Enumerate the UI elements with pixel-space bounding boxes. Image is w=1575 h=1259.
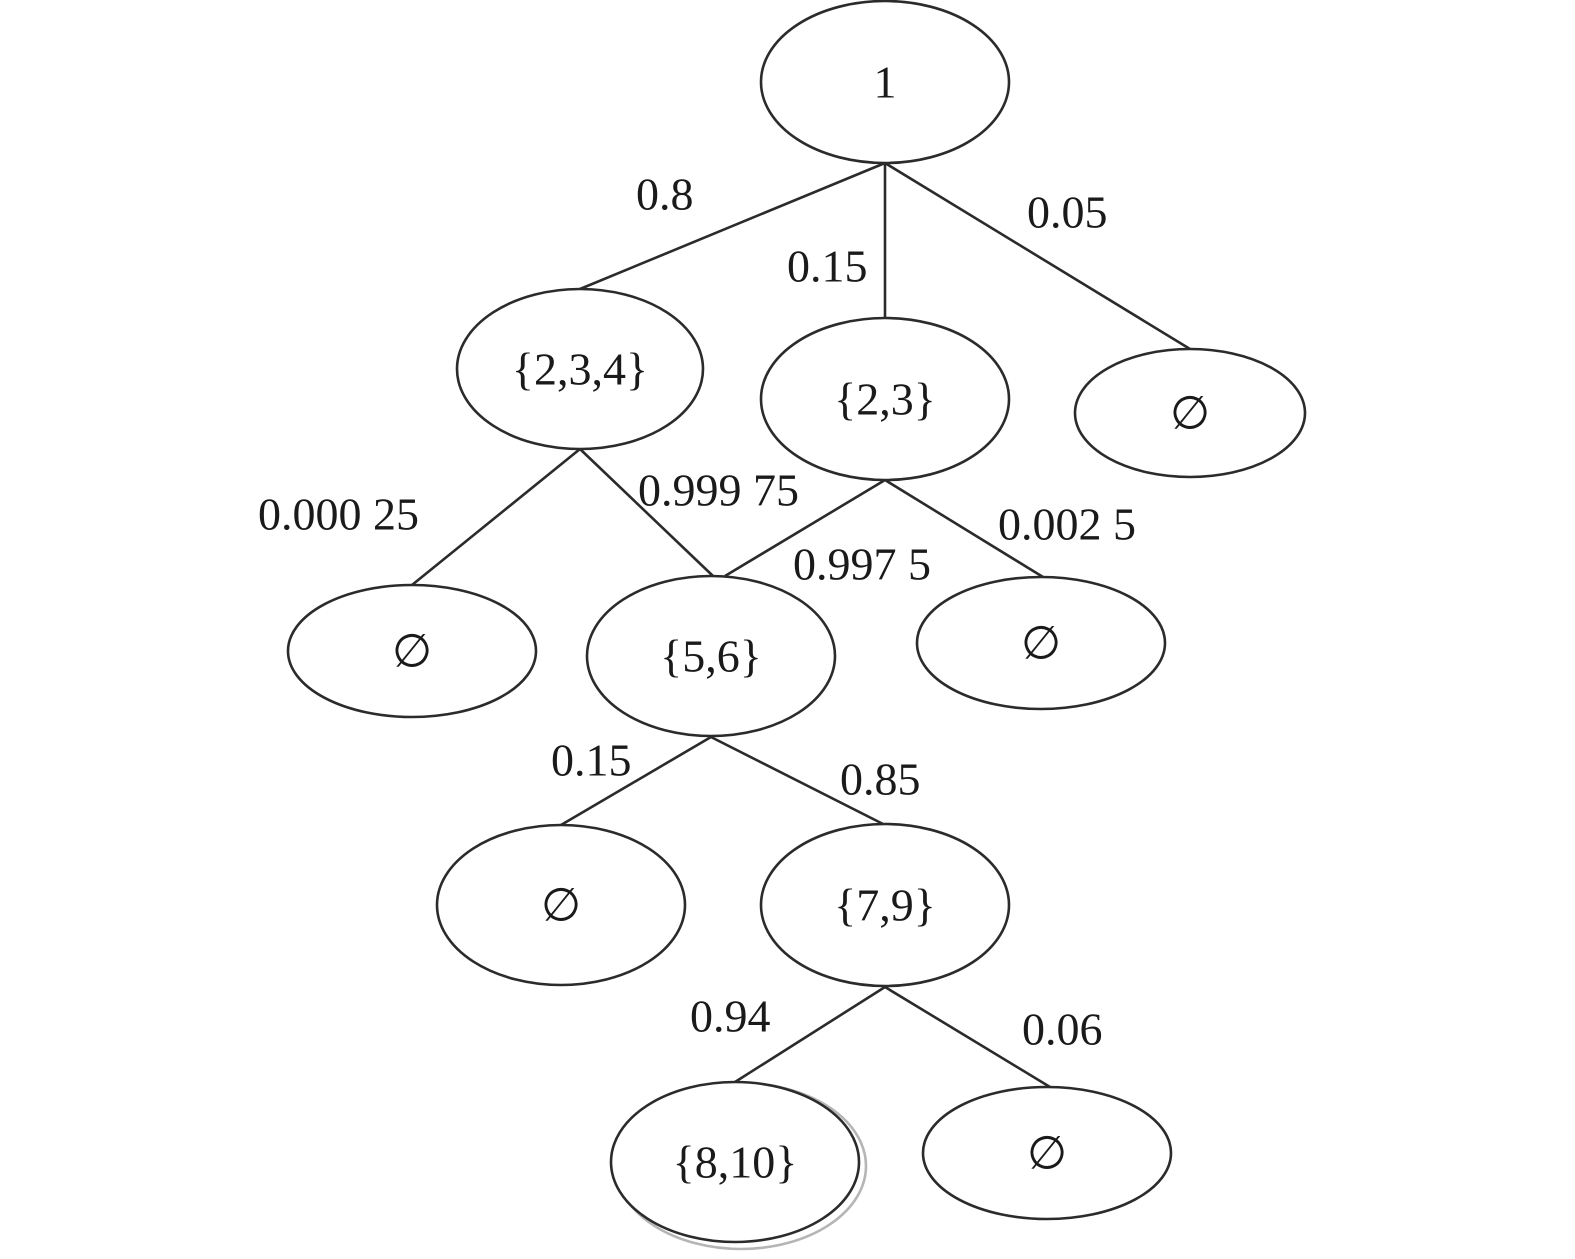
edge-56-to-empty	[560, 735, 712, 827]
edge-label-root-c: 0.05	[1027, 187, 1108, 238]
edge-label-a-e: 0.999 75	[638, 465, 799, 516]
edge-root-to-empty	[884, 161, 1191, 351]
edge-23-to-56	[724, 478, 886, 578]
node-root: 1	[759, 0, 1011, 165]
node-56-label: {5,6}	[660, 631, 762, 682]
edge-23-to-empty	[884, 478, 1044, 579]
node-empty-1-label: ∅	[1170, 388, 1210, 439]
edge-label-h-j: 0.06	[1022, 1004, 1103, 1055]
node-23: {2,3}	[759, 316, 1011, 482]
node-79: {7,9}	[759, 822, 1011, 988]
edge-label-h-i: 0.94	[690, 991, 771, 1042]
edge-root-to-234	[579, 161, 886, 291]
edge-label-a-d: 0.000 25	[258, 489, 419, 540]
node-23-label: {2,3}	[834, 374, 936, 425]
edge-234-to-empty	[411, 447, 581, 587]
edge-label-root-b: 0.15	[787, 241, 868, 292]
node-empty-2-label: ∅	[392, 626, 432, 677]
node-empty-1: ∅	[1073, 347, 1307, 479]
edge-79-to-810	[734, 985, 886, 1084]
node-56: {5,6}	[585, 574, 837, 738]
edge-labels: 0.8 0.15 0.05 0.000 25 0.999 75 0.997 5 …	[258, 169, 1136, 1055]
edge-label-e-g: 0.15	[551, 735, 632, 786]
node-234: {2,3,4}	[455, 287, 705, 451]
edge-56-to-79	[710, 735, 886, 827]
edges	[411, 161, 1191, 1089]
node-empty-5-label: ∅	[1027, 1128, 1067, 1179]
edge-label-b-f: 0.002 5	[998, 499, 1136, 550]
node-810: {8,10}	[609, 1080, 868, 1251]
node-empty-2: ∅	[286, 583, 538, 719]
node-empty-3-label: ∅	[1021, 618, 1061, 669]
node-root-label: 1	[874, 57, 897, 108]
edge-label-b-e: 0.997 5	[793, 539, 931, 590]
node-empty-5: ∅	[921, 1085, 1173, 1221]
node-79-label: {7,9}	[834, 880, 936, 931]
edge-234-to-56	[579, 448, 714, 577]
node-810-label: {8,10}	[673, 1137, 798, 1188]
edge-79-to-empty	[884, 985, 1051, 1089]
node-empty-4: ∅	[435, 823, 687, 987]
edge-label-root-a: 0.8	[636, 169, 694, 220]
node-empty-4-label: ∅	[541, 880, 581, 931]
node-empty-3: ∅	[915, 575, 1167, 711]
edge-label-e-h: 0.85	[840, 754, 921, 805]
node-234-label: {2,3,4}	[512, 344, 648, 395]
